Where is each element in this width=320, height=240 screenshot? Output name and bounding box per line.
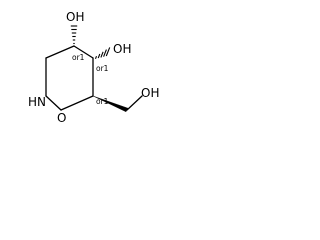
oh-top-label: OH [66, 10, 84, 24]
stereo-c4-label: or1 [72, 53, 85, 62]
molecule-structure: OH OH OH HN O or1 or1 or1 [28, 10, 159, 125]
wedge-bond-c6-ch2 [92, 95, 129, 113]
bond-n2-o1 [45, 95, 62, 111]
bond-c5-c4 [73, 45, 94, 59]
o-ring-label: O [57, 111, 66, 125]
oh-right-label: OH [141, 86, 159, 100]
bond-o1-c6 [60, 95, 94, 111]
bond-c4-c3 [45, 45, 75, 59]
nh-label: HN [28, 95, 46, 109]
stereo-c6-label: or1 [96, 97, 109, 106]
hash-bond-c4-oh [70, 25, 78, 45]
stereo-c5-label: or1 [96, 64, 109, 73]
hash-bond-c5-oh [94, 47, 111, 59]
oh-mid-label: OH [113, 42, 131, 56]
bond-ch2-oh [126, 95, 143, 111]
